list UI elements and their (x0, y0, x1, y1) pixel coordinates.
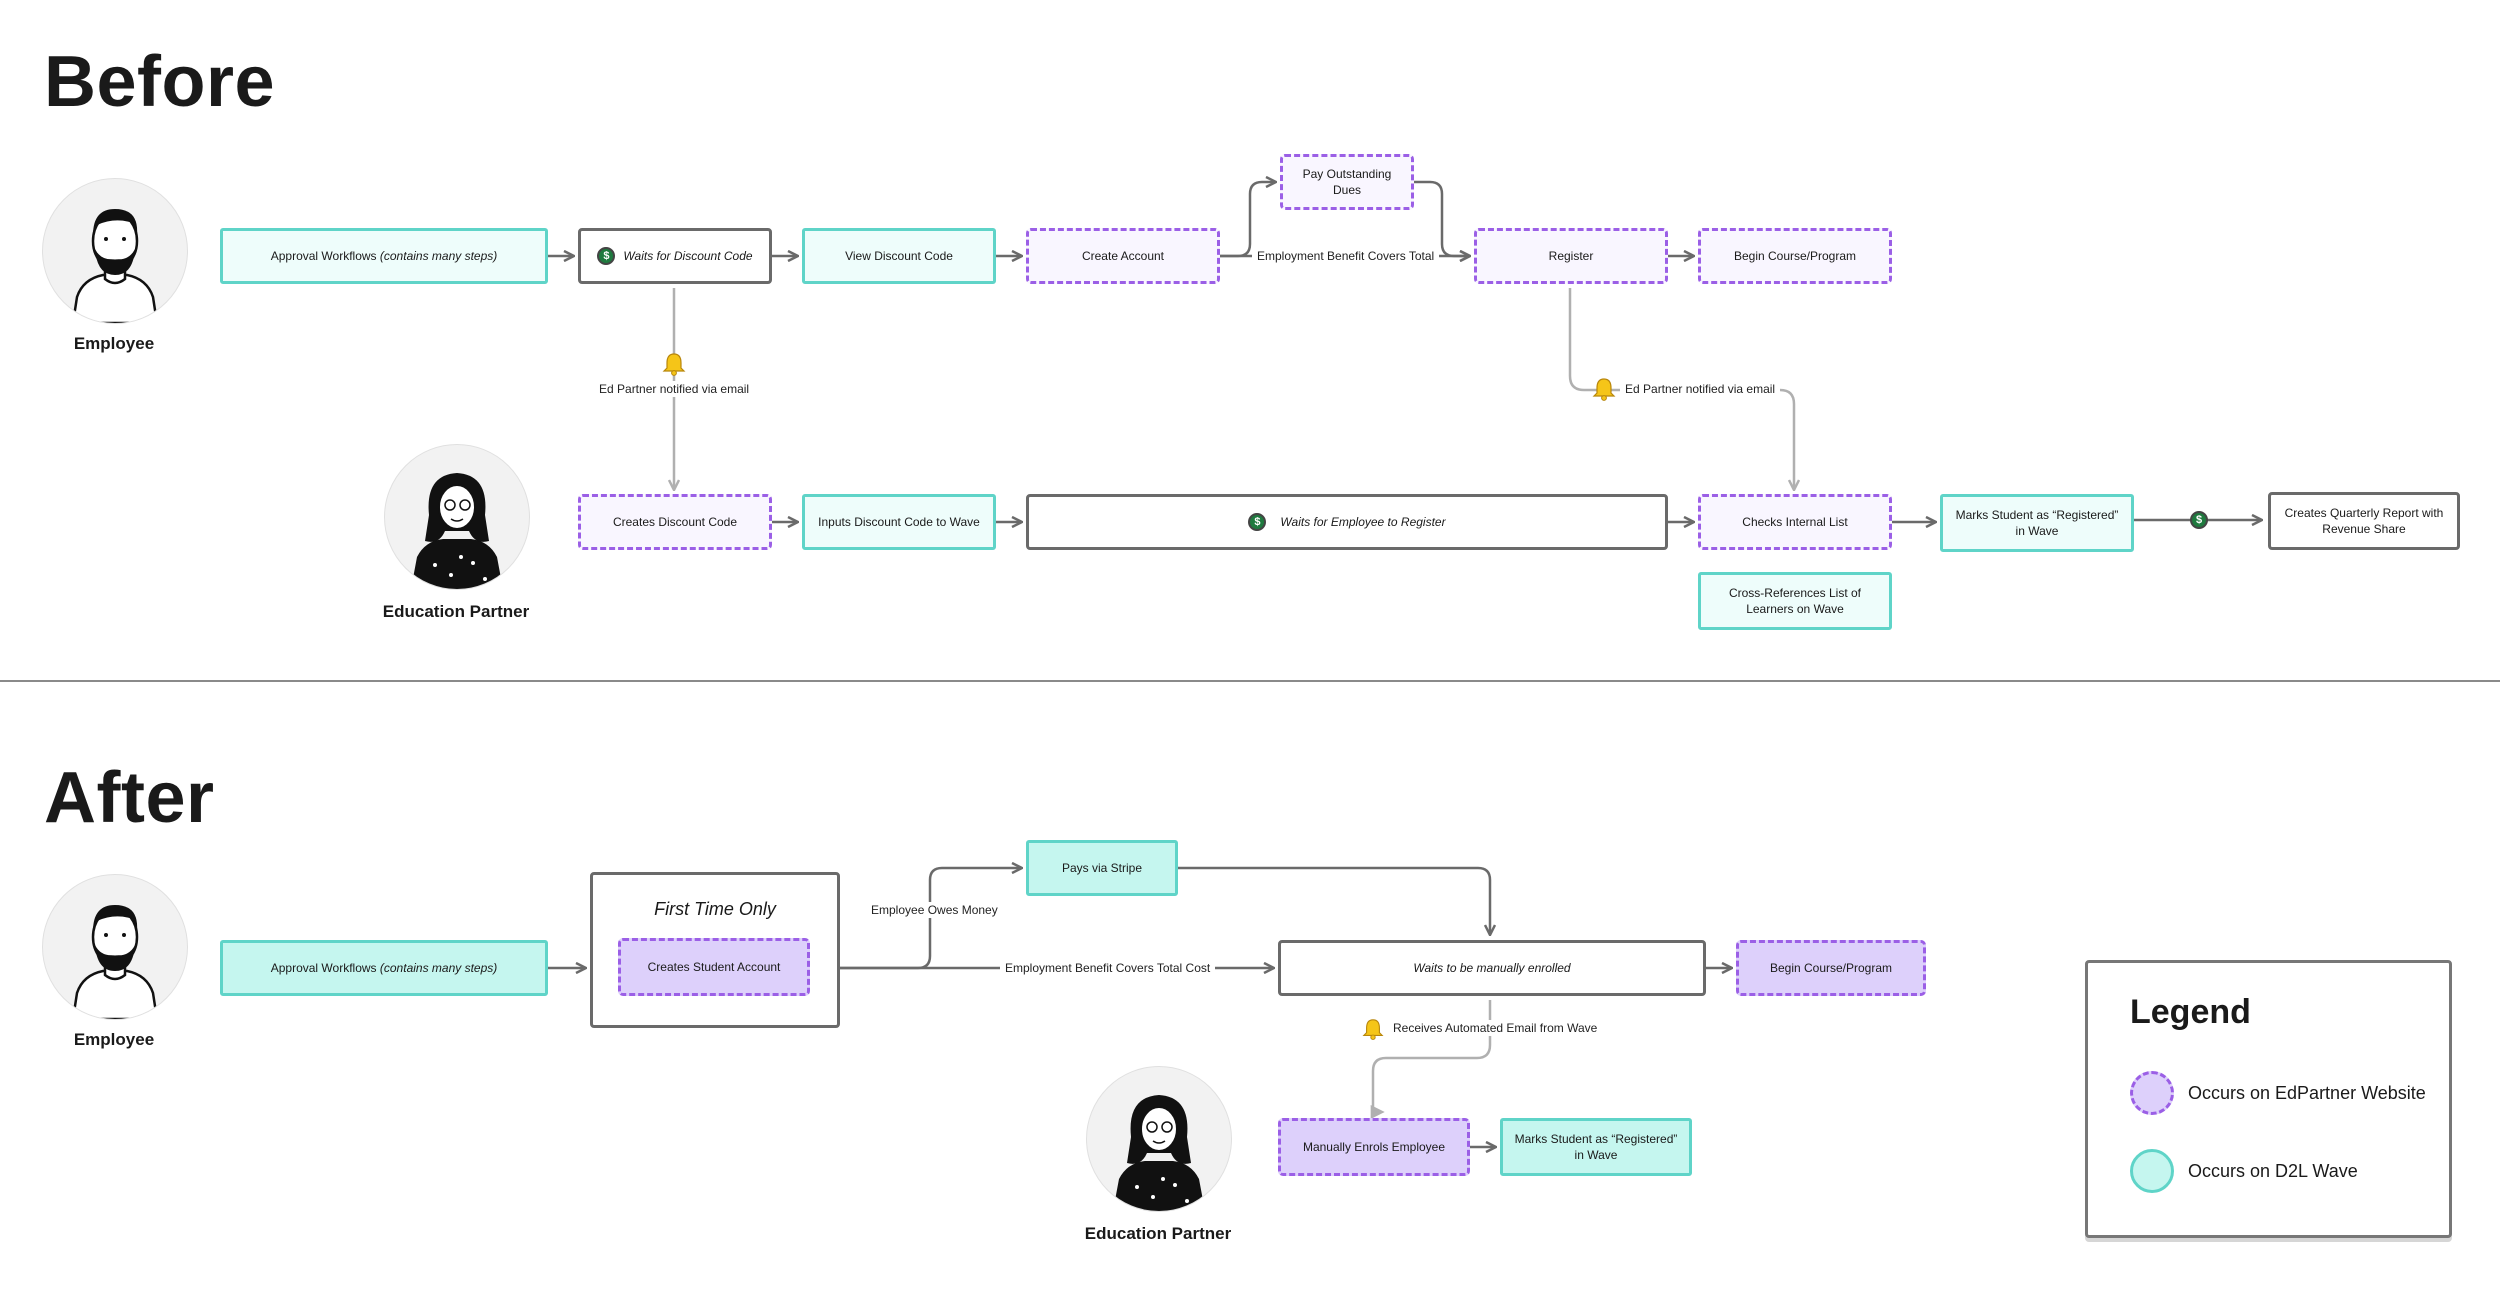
node-label: Register (1548, 249, 1594, 263)
man-illustration-icon (71, 209, 159, 323)
node-label: Approval Workflows (270, 961, 377, 975)
node-view-discount-code[interactable]: View Discount Code (802, 228, 996, 284)
node-begin-course-before[interactable]: Begin Course/Program (1698, 228, 1892, 284)
node-manually-enrols-employee[interactable]: Manually Enrols Employee (1278, 1118, 1470, 1176)
connector-email (1370, 1000, 1492, 1119)
node-note: (contains many steps) (379, 249, 498, 263)
node-waits-for-employee[interactable]: $ Waits for Employee to Register (1026, 494, 1668, 550)
employee-label-after: Employee (73, 1030, 155, 1049)
node-label: Begin Course/Program (1733, 249, 1857, 263)
dollar-icon: $ (597, 247, 616, 265)
education-partner-avatar (384, 444, 530, 590)
legend-label-edpartner: Occurs on EdPartner Website (2188, 1083, 2426, 1103)
education-partner-label-before: Education Partner (382, 602, 530, 621)
node-label: Marks Student as “Registered” in Wave (1514, 1132, 1678, 1162)
node-label: View Discount Code (845, 249, 953, 263)
legend: Legend Occurs on EdPartner Website Occur… (2085, 960, 2452, 1238)
node-quarterly-report[interactable]: Creates Quarterly Report with Revenue Sh… (2268, 492, 2460, 550)
arrow-create-to-pay (1220, 182, 1276, 258)
node-begin-course-after[interactable]: Begin Course/Program (1736, 940, 1926, 996)
edge-label-receives-automated-email: Receives Automated Email from Wave (1388, 1020, 1603, 1036)
node-approval-workflows-after[interactable]: Approval Workflows (contains many steps) (220, 940, 548, 996)
employee-label-before: Employee (73, 334, 155, 353)
node-marks-student-after[interactable]: Marks Student as “Registered” in Wave (1500, 1118, 1692, 1176)
node-label: Pay Outstanding Dues (1302, 167, 1392, 197)
arrow-pay-to-register (1414, 180, 1470, 256)
node-label: Waits for Employee to Register (1280, 515, 1446, 529)
education-partner-avatar-after (1086, 1066, 1232, 1212)
employee-avatar (42, 178, 188, 324)
employee-avatar-after (42, 874, 188, 1020)
node-label: Waits for Discount Code (623, 249, 753, 263)
node-pay-outstanding-dues[interactable]: Pay Outstanding Dues (1280, 154, 1414, 210)
node-cross-references[interactable]: Cross-References List of Learners on Wav… (1698, 572, 1892, 630)
node-label: Creates Quarterly Report with Revenue Sh… (2284, 506, 2444, 536)
node-label: Approval Workflows (270, 249, 377, 263)
node-label: Pays via Stripe (1061, 861, 1143, 875)
node-label: Checks Internal List (1742, 515, 1848, 529)
legend-label-wave: Occurs on D2L Wave (2188, 1161, 2358, 1181)
edge-label-ed-partner-notified-2: Ed Partner notified via email (1620, 381, 1781, 397)
arrow-first-to-stripe (840, 868, 1022, 970)
node-waits-for-discount-code[interactable]: $ Waits for Discount Code (578, 228, 772, 284)
edge-label-benefit-covers-total-cost: Employment Benefit Covers Total Cost (1000, 960, 1216, 976)
node-label: Waits to be manually enrolled (1413, 961, 1571, 975)
edge-label-ed-partner-notified-1: Ed Partner notified via email (594, 381, 755, 397)
dollar-icon: $ (2190, 511, 2208, 529)
legend-swatch-wave (2130, 1149, 2174, 1193)
node-label: Inputs Discount Code to Wave (818, 515, 980, 529)
node-label: Begin Course/Program (1769, 961, 1893, 975)
node-label: Creates Student Account (647, 960, 781, 974)
node-waits-to-be-enrolled[interactable]: Waits to be manually enrolled (1278, 940, 1706, 996)
node-pays-via-stripe[interactable]: Pays via Stripe (1026, 840, 1178, 896)
edge-label-employment-benefit: Employment Benefit Covers Total (1252, 248, 1440, 264)
after-title: After (44, 758, 215, 838)
section-divider (0, 680, 2500, 682)
bell-icon (1592, 378, 1616, 401)
node-label: Creates Discount Code (612, 515, 738, 529)
man-illustration-icon (71, 905, 159, 1019)
node-label: Create Account (1081, 249, 1165, 263)
node-inputs-discount-code[interactable]: Inputs Discount Code to Wave (802, 494, 996, 550)
arrow-stripe-to-waits (1178, 866, 1490, 935)
node-creates-discount-code[interactable]: Creates Discount Code (578, 494, 772, 550)
before-title: Before (44, 42, 276, 122)
dollar-icon: $ (1248, 513, 1267, 531)
node-label: Marks Student as “Registered” in Wave (1955, 508, 2119, 538)
node-checks-internal-list[interactable]: Checks Internal List (1698, 494, 1892, 550)
node-label: Cross-References List of Learners on Wav… (1728, 586, 1862, 616)
group-title: First Time Only (654, 899, 776, 919)
education-partner-label-after: Education Partner (1084, 1224, 1232, 1243)
bell-icon (1362, 1019, 1384, 1040)
node-creates-student-account[interactable]: Creates Student Account (618, 938, 810, 996)
woman-illustration-icon (411, 473, 503, 589)
woman-illustration-icon (1113, 1095, 1205, 1211)
node-create-account[interactable]: Create Account (1026, 228, 1220, 284)
node-label: Manually Enrols Employee (1302, 1140, 1446, 1154)
node-approval-workflows-before[interactable]: Approval Workflows (contains many steps) (220, 228, 548, 284)
node-marks-student-before[interactable]: Marks Student as “Registered” in Wave (1940, 494, 2134, 552)
node-register[interactable]: Register (1474, 228, 1668, 284)
bell-icon (662, 353, 686, 376)
legend-swatch-edpartner (2130, 1071, 2174, 1115)
legend-title: Legend (2130, 993, 2251, 1031)
edge-label-employee-owes-money: Employee Owes Money (866, 902, 1003, 918)
node-note: (contains many steps) (379, 961, 498, 975)
